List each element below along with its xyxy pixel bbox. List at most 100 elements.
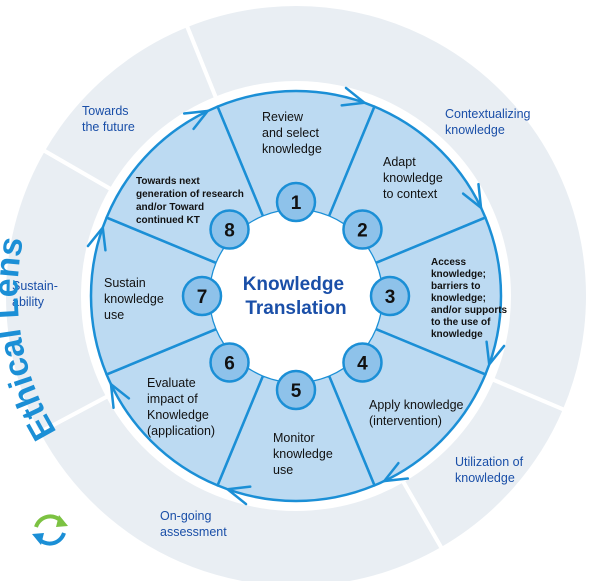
step-label: Evaluate impact of Knowledge (application)	[147, 376, 215, 438]
phase-label-line: On-going	[160, 509, 211, 523]
step-label-line: (intervention)	[369, 414, 442, 428]
phase-label-line: knowledge	[455, 471, 515, 485]
step-label-line: Monitor	[273, 431, 315, 445]
cycle-arrows	[86, 86, 506, 506]
step-label-line: knowledge	[104, 292, 164, 306]
step-numbers: 1 2 3 4 5 6 7 8	[181, 181, 411, 411]
step-label-line: Apply knowledge	[369, 398, 464, 412]
step-label: Sustain knowledge use	[104, 276, 164, 322]
cycle-arrowhead	[224, 485, 252, 506]
step-number: 5	[291, 381, 302, 402]
step-number: 7	[197, 287, 208, 308]
step-label: Monitor knowledge use	[273, 431, 333, 477]
cycle-arrowhead	[381, 461, 410, 483]
phase-label-line: assessment	[160, 525, 227, 539]
step-number: 6	[224, 353, 235, 374]
step-label: Review and select knowledge	[262, 110, 322, 156]
step-label-line: use	[104, 308, 124, 322]
step-number-circle	[275, 181, 317, 223]
step-label-line: continued KT	[136, 215, 200, 226]
step-label-line: and/or Toward	[136, 202, 204, 213]
step-label-line: Sustain	[104, 276, 146, 290]
step-number-circle	[342, 342, 383, 383]
step-number-circle	[209, 209, 250, 250]
center-title-line-1: Knowledge	[243, 274, 344, 295]
step-number: 1	[291, 193, 302, 214]
cycle-arrowhead	[485, 340, 506, 368]
step-label-line: and select	[262, 126, 320, 140]
step-label-line: Access	[431, 257, 466, 268]
step-label-line: generation of research	[136, 189, 244, 200]
cycle-arrowhead	[86, 224, 107, 252]
step-label-line: to context	[383, 187, 438, 201]
phase-label-line: Towards	[82, 104, 129, 118]
step-label-line: knowledge	[262, 142, 322, 156]
step-number-badge: 7	[181, 275, 223, 317]
step-number-badge: 1	[275, 181, 317, 223]
phase-label: On-going assessment	[160, 509, 227, 539]
phase-sector	[40, 22, 219, 193]
step-label-line: knowledge;	[431, 293, 486, 304]
phase-label: Utilization of knowledge	[455, 455, 524, 485]
cycle-arrowhead-green	[56, 515, 68, 527]
step-number-badge: 6	[209, 342, 250, 383]
step-label-line: knowledge;	[431, 269, 486, 280]
cycle-arrowhead	[182, 109, 211, 131]
phase-label-line: the future	[82, 120, 135, 134]
step-number-badge: 8	[209, 209, 250, 250]
phase-label: Towards the future	[82, 104, 135, 134]
cycle-arrowhead	[109, 381, 131, 410]
phase-label: Sustain-ability	[12, 279, 58, 309]
step-number-circle	[181, 275, 223, 317]
step-label-line: (application)	[147, 424, 215, 438]
step-label-line: use	[273, 463, 293, 477]
outer-phase-ring	[2, 2, 590, 581]
step-segments	[89, 89, 503, 503]
cycle-arrowhead-blue	[32, 533, 44, 545]
step-number-badge: 2	[342, 209, 383, 250]
step-number-circle	[209, 342, 250, 383]
step-label-line: Review	[262, 110, 304, 124]
step-number-circle	[342, 209, 383, 250]
center-title: Knowledge Translation	[243, 274, 350, 319]
step-number-circle	[275, 369, 317, 411]
phase-label: Contextualizing knowledge	[445, 107, 531, 137]
step-number-badge: 4	[342, 342, 383, 383]
refresh-cycle-icon	[32, 514, 68, 546]
step-number-circle	[369, 275, 411, 317]
step-label-line: to the use of	[431, 317, 491, 328]
step-label-line: barriers to	[431, 281, 480, 292]
phase-sector	[184, 2, 590, 413]
phase-label-line: Utilization of	[455, 455, 524, 469]
phase-label-line: ability	[12, 295, 45, 309]
step-number-badge: 5	[275, 369, 317, 411]
step-label: Adapt knowledge to context	[383, 155, 443, 201]
phase-label-line: knowledge	[445, 123, 505, 137]
center-circle	[210, 210, 382, 382]
step-label-line: and/or supports	[431, 305, 508, 316]
step-label-line: knowledge	[383, 171, 443, 185]
step-number: 3	[385, 287, 396, 308]
step-label-line: knowledge	[273, 447, 333, 461]
step-number-badge: 3	[369, 275, 411, 317]
phase-label-line: Contextualizing	[445, 107, 531, 121]
center-title-line-2: Translation	[245, 298, 346, 319]
step-label-line: Evaluate	[147, 376, 196, 390]
step-label-line: knowledge	[431, 329, 483, 340]
cycle-arrowhead	[340, 86, 368, 107]
step-label-line: impact of	[147, 392, 198, 406]
step-number: 8	[224, 221, 235, 242]
step-label: Apply knowledge (intervention)	[369, 398, 464, 428]
step-label-line: Knowledge	[147, 408, 209, 422]
step-label-line: Adapt	[383, 155, 416, 169]
step-number: 4	[357, 353, 368, 374]
phase-label-line: Sustain-	[12, 279, 58, 293]
step-label: Towards next generation of research and/or…	[136, 176, 244, 226]
step-label-line: Towards next	[136, 176, 200, 187]
cycle-arrowhead	[461, 182, 483, 211]
